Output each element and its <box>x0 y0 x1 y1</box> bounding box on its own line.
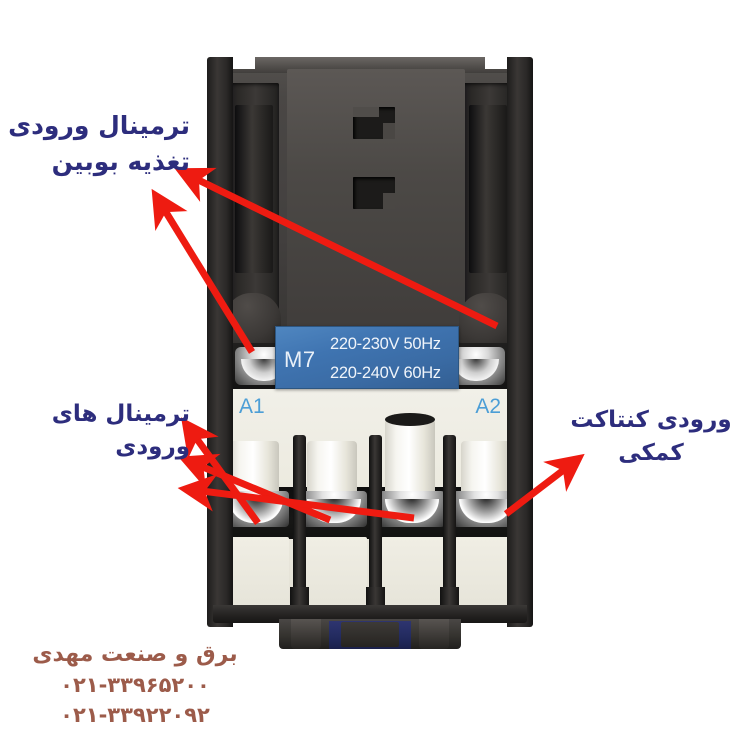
contactor-bottom-sill <box>213 605 527 623</box>
housing-channel-left-inner <box>235 105 273 273</box>
housing-side-rail-right <box>507 57 533 627</box>
divider-foot-2 <box>366 587 385 609</box>
coil-terminal-shoulder-left <box>225 293 281 345</box>
terminal-cylinder-3-cap <box>385 413 435 426</box>
rating-label-line-2: 220-240V 60Hz <box>330 364 441 382</box>
annotation-input-terminals: ترمینال های ورودی <box>51 401 190 461</box>
housing-channel-left <box>227 83 279 315</box>
rating-label: M7 220-230V 50Hz 220-240V 60Hz <box>275 326 459 389</box>
input-terminal-screw-3[interactable] <box>379 491 445 527</box>
housing-channel-right <box>461 83 513 315</box>
terminal-block-area <box>221 413 519 615</box>
phone-number-2: ۰۲۱-۳۳۹۲۲۰۹۲ <box>60 703 210 728</box>
rating-label-model: M7 <box>284 347 316 372</box>
din-rail-clip[interactable] <box>279 619 461 653</box>
terminal-lower-block-1 <box>225 537 289 609</box>
din-clip-tab-right <box>419 619 449 649</box>
terminal-cylinder-1 <box>229 441 279 497</box>
divider-foot-3 <box>440 587 459 609</box>
cutout-upper-lip <box>353 107 379 117</box>
phone-number-1: ۰۲۱-۳۳۹۶۵۲۰۰ <box>60 672 210 697</box>
annotation-coil-terminal: ترمینال ورودی تغذیه بوبین <box>8 111 190 177</box>
housing-side-rail-left <box>207 57 233 627</box>
terminal-divider-2 <box>366 435 385 609</box>
terminal-divider-3 <box>440 435 459 609</box>
housing-cutout-upper <box>353 107 395 139</box>
contactor-device: M7 220-230V 50Hz 220-240V 60Hz A1 A2 <box>207 57 533 649</box>
housing-channel-right-inner <box>469 105 507 273</box>
din-clip-center <box>341 622 399 647</box>
terminal-cylinder-2 <box>307 441 357 497</box>
screw-clamp-4 <box>459 499 513 523</box>
company-name: برق و صنعت مهدی <box>32 642 238 667</box>
terminal-cylinder-3 <box>385 413 435 497</box>
divider-foot-1 <box>290 587 309 609</box>
terminal-divider-1 <box>290 435 309 609</box>
screw-clamp-3 <box>385 499 439 523</box>
screw-clamp-2 <box>307 499 361 523</box>
contactor-top-housing <box>213 57 527 345</box>
housing-center-plateau <box>287 69 465 331</box>
terminal-cylinder-4 <box>461 441 511 497</box>
housing-cutout-lower <box>353 177 395 209</box>
annotation-aux-contact: ورودی کنتاکت کمکی <box>570 407 732 467</box>
terminal-lower-block-3 <box>381 537 445 609</box>
din-clip-tab-left <box>291 619 321 649</box>
input-terminal-screw-2[interactable] <box>301 491 367 527</box>
cutout-upper-lip-2 <box>383 123 395 139</box>
cutout-lower-lip <box>383 193 395 209</box>
screw-clamp-1 <box>229 499 283 523</box>
footer-branding: برق و صنعت مهدی ۰۲۱-۳۳۹۶۵۲۰۰ ۰۲۱-۳۳۹۲۲۰۹… <box>0 640 270 731</box>
coil-marking-a2: A2 <box>475 395 501 418</box>
rating-label-line-1: 220-230V 50Hz <box>330 335 441 353</box>
coil-marking-a1: A1 <box>239 395 265 418</box>
terminal-lower-block-2 <box>303 537 367 609</box>
